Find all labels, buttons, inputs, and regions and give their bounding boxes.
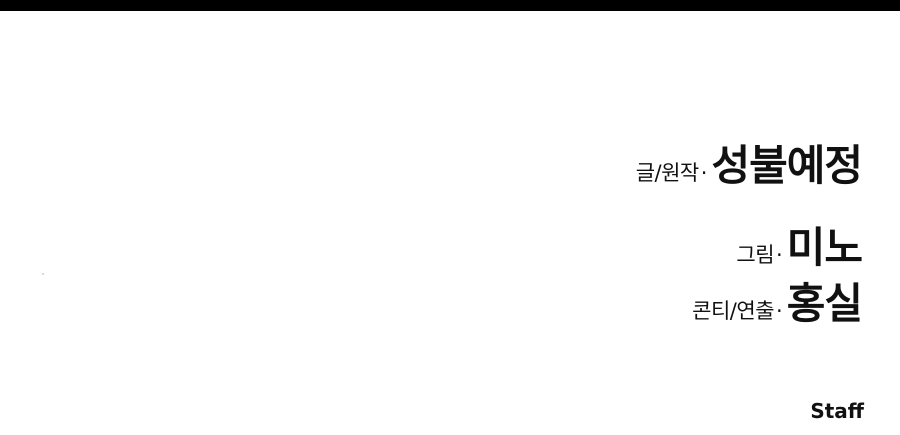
credit-line-writer: 글/원작 · 성불예정 bbox=[635, 141, 863, 191]
credit-name-storyboard: 홍실 bbox=[786, 279, 863, 328]
credit-line-artist: 그림 · 미노 bbox=[736, 223, 863, 273]
staff-heading: Staff bbox=[810, 399, 864, 423]
credit-separator: · bbox=[776, 243, 783, 267]
credit-label-storyboard: 콘티/연출 bbox=[692, 299, 775, 323]
credit-line-storyboard: 콘티/연출 · 홍실 bbox=[692, 279, 863, 329]
credit-separator: · bbox=[700, 161, 708, 185]
credit-name-artist: 미노 bbox=[786, 223, 863, 272]
credit-label-artist: 그림 bbox=[736, 243, 775, 267]
credit-label-writer: 글/원작 bbox=[635, 161, 700, 185]
credit-separator: · bbox=[776, 299, 783, 323]
decorative-speck bbox=[42, 273, 44, 275]
credit-name-writer: 성불예정 bbox=[711, 141, 863, 190]
top-black-bar bbox=[0, 0, 900, 11]
